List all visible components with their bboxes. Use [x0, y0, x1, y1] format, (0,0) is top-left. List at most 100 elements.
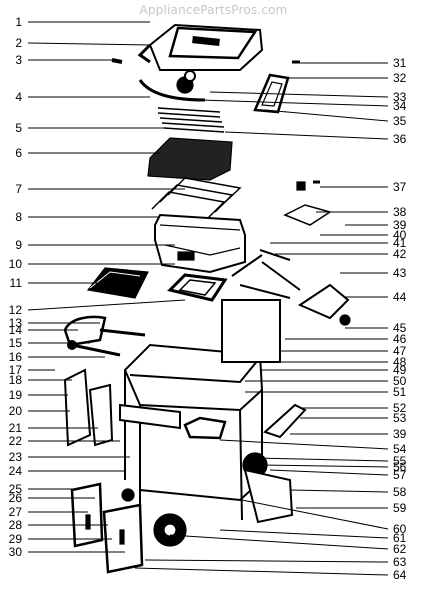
part-label[interactable]: 48: [393, 355, 407, 369]
part-label[interactable]: 60: [393, 522, 407, 536]
part-label[interactable]: 49: [393, 363, 407, 377]
part-label[interactable]: 11: [10, 276, 23, 290]
part-label[interactable]: 47: [393, 344, 407, 358]
side-burner-assembly: [63, 315, 146, 357]
leader-line: [219, 529, 389, 539]
part-label[interactable]: 27: [9, 505, 23, 519]
warming-rack: [157, 107, 225, 133]
part-label[interactable]: 28: [9, 518, 23, 532]
leader-line: [289, 489, 389, 493]
leader-line: [134, 567, 389, 576]
part-label[interactable]: 32: [393, 71, 407, 85]
part-label[interactable]: 42: [393, 247, 407, 261]
leader-line: [199, 99, 389, 107]
part-label[interactable]: 23: [9, 450, 23, 464]
part-label[interactable]: 16: [9, 350, 23, 364]
part-label[interactable]: 4: [15, 90, 22, 104]
part-label[interactable]: 17: [9, 363, 23, 377]
leader-line: [219, 439, 389, 450]
part-label[interactable]: 58: [393, 485, 407, 499]
leader-line: [169, 534, 389, 550]
leader-line: [261, 464, 389, 468]
part-label[interactable]: 25: [9, 482, 23, 496]
part-label[interactable]: 31: [393, 56, 407, 70]
part-label[interactable]: 56: [393, 460, 407, 474]
part-label[interactable]: 36: [393, 132, 407, 146]
left-panel: [63, 368, 114, 447]
leader-lines: [27, 21, 389, 576]
leader-line: [27, 42, 151, 46]
leader-line: [254, 457, 389, 462]
side-shelf-right: [253, 60, 300, 114]
part-label[interactable]: 12: [9, 303, 23, 317]
part-label[interactable]: 64: [393, 568, 407, 582]
part-label[interactable]: 59: [393, 501, 407, 515]
part-label[interactable]: 22: [9, 434, 23, 448]
part-label[interactable]: 54: [393, 442, 407, 456]
part-label[interactable]: 13: [9, 316, 23, 330]
part-label[interactable]: 8: [15, 210, 22, 224]
leader-line: [144, 559, 389, 563]
part-label[interactable]: 29: [9, 532, 23, 546]
part-label[interactable]: 39: [393, 427, 407, 441]
watermark: AppliancePartsPros.com: [139, 3, 288, 17]
tank-scale: [263, 403, 307, 439]
part-label[interactable]: 38: [393, 205, 407, 219]
part-label[interactable]: 5: [15, 121, 22, 135]
burner-tubes: [231, 249, 301, 299]
part-label[interactable]: 40: [393, 228, 407, 242]
part-label[interactable]: 18: [9, 373, 23, 387]
part-label[interactable]: 14: [9, 323, 23, 337]
side-bracket: [283, 180, 332, 226]
ignitor-module: [183, 416, 227, 440]
control-panel-front: [119, 403, 181, 430]
part-label[interactable]: 57: [393, 468, 407, 482]
part-label[interactable]: 15: [9, 336, 23, 350]
part-label[interactable]: 26: [9, 491, 23, 505]
part-label[interactable]: 41: [393, 236, 407, 250]
leader-line: [224, 131, 389, 140]
valve-manifold: [297, 283, 351, 326]
part-label[interactable]: 6: [15, 146, 22, 160]
part-label[interactable]: 33: [393, 90, 407, 104]
right-side-panel: [243, 468, 294, 524]
part-label[interactable]: 37: [393, 180, 407, 194]
part-label[interactable]: 3: [15, 53, 22, 67]
lid-handle: [111, 58, 123, 64]
part-label[interactable]: 7: [15, 182, 22, 196]
part-label[interactable]: 21: [9, 421, 23, 435]
part-label[interactable]: 43: [393, 266, 407, 280]
leader-line: [241, 499, 389, 530]
part-label[interactable]: 35: [393, 114, 407, 128]
leader-line: [269, 469, 389, 476]
cooking-grate: [147, 137, 233, 181]
heat-shield: [138, 70, 206, 102]
part-label[interactable]: 55: [393, 454, 407, 468]
part-label[interactable]: 45: [393, 321, 407, 335]
part-label[interactable]: 61: [393, 531, 407, 545]
part-label[interactable]: 1: [15, 15, 22, 29]
part-label[interactable]: 46: [393, 332, 407, 346]
caster-wheels: [121, 452, 268, 547]
part-label[interactable]: 53: [393, 411, 407, 425]
part-label[interactable]: 30: [9, 545, 23, 559]
part-label[interactable]: 39: [393, 218, 407, 232]
part-label[interactable]: 63: [393, 555, 407, 569]
part-label[interactable]: 20: [9, 404, 23, 418]
part-label[interactable]: 10: [9, 257, 23, 271]
part-label[interactable]: 51: [393, 385, 407, 399]
part-label[interactable]: 34: [393, 99, 407, 113]
lid: [137, 23, 264, 71]
part-label[interactable]: 24: [9, 464, 23, 478]
part-label[interactable]: 62: [393, 542, 407, 556]
leader-line: [264, 109, 389, 122]
part-label[interactable]: 19: [9, 388, 23, 402]
part-label[interactable]: 44: [393, 290, 407, 304]
part-label[interactable]: 52: [393, 401, 407, 415]
part-label[interactable]: 2: [15, 36, 22, 50]
leader-line: [27, 299, 186, 311]
front-access-panel: [221, 299, 281, 363]
part-label[interactable]: 50: [393, 374, 407, 388]
part-label[interactable]: 9: [15, 238, 22, 252]
